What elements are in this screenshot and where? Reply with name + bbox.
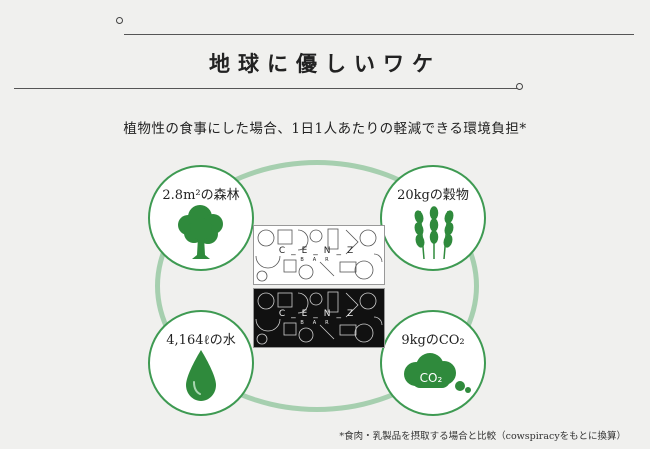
connecting-ring <box>155 160 479 412</box>
water-badge: 4,164ℓの水 <box>148 310 254 416</box>
co2-cloud-icon: CO₂ <box>404 353 471 393</box>
logo-card-light: C_E_N_Z BAR <box>253 225 385 285</box>
logo-subtext: BAR <box>300 257 338 263</box>
logo-text: C_E_N_Z <box>278 309 360 319</box>
co2-badge: 9kgのCO₂ CO₂ <box>380 310 486 416</box>
forest-label: 2.8m²の森林 <box>162 188 240 203</box>
geometric-pattern-dark <box>255 291 383 345</box>
co2-icon-text: CO₂ <box>420 371 443 385</box>
wheat-icon <box>414 206 454 260</box>
water-label: 4,164ℓの水 <box>166 333 236 348</box>
page-subtitle: 植物性の食事にした場合、1日1人あたりの軽減できる環境負担* <box>123 121 527 137</box>
header-top-dot <box>116 17 123 24</box>
logo-card-dark: C_E_N_Z BAR <box>253 288 385 348</box>
header-top-rule <box>124 34 634 35</box>
logo-text: C_E_N_Z <box>278 246 360 256</box>
footnote: *食肉・乳製品を摂取する場合と比較（cowspiracyをもとに換算） <box>339 431 626 442</box>
co2-label: 9kgのCO₂ <box>401 333 465 348</box>
grain-label: 20kgの穀物 <box>397 188 469 203</box>
water-drop-icon <box>186 350 216 401</box>
header-bottom-dot <box>516 83 523 90</box>
page-title: 地球に優しいワケ <box>209 52 441 76</box>
grain-badge: 20kgの穀物 <box>380 165 486 271</box>
header-bottom-rule <box>14 88 519 89</box>
tree-icon <box>178 205 223 259</box>
forest-badge: 2.8m²の森林 <box>148 165 254 271</box>
logo-subtext: BAR <box>300 320 338 326</box>
geometric-pattern-light <box>255 228 383 282</box>
